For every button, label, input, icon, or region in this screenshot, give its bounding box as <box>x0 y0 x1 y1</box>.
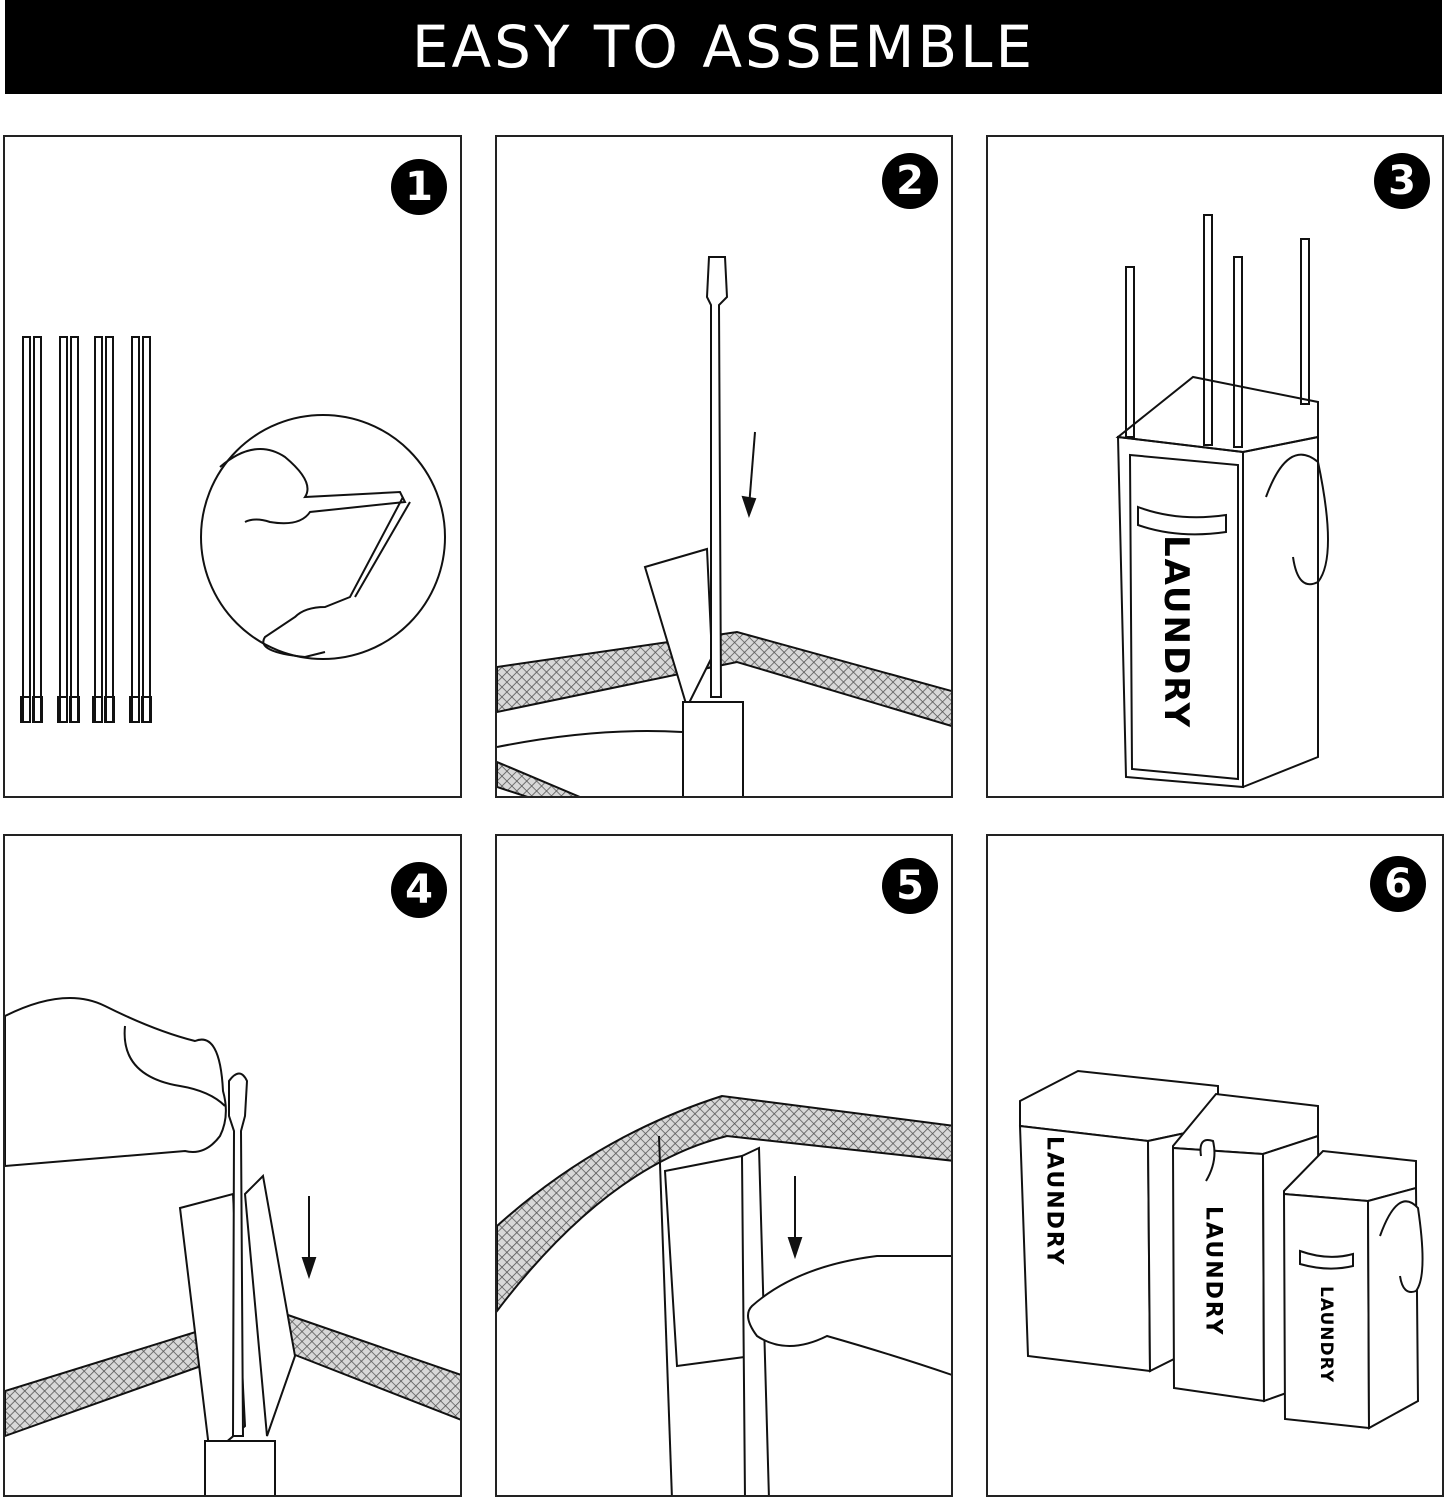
step-6-badge: 6 <box>1370 856 1426 912</box>
step-4-panel: 4 <box>3 834 462 1497</box>
step-2-illustration <box>497 256 951 796</box>
step-2-panel: 2 <box>495 135 953 798</box>
step-1-badge: 1 <box>391 159 447 215</box>
step-4-badge: 4 <box>391 862 447 918</box>
step-5-panel: 5 <box>495 834 953 1497</box>
header-banner: EASY TO ASSEMBLE <box>5 0 1442 94</box>
step-3-illustration: LAUNDRY <box>1115 214 1329 789</box>
page-title: EASY TO ASSEMBLE <box>411 13 1036 81</box>
step-5-illustration <box>497 1094 951 1495</box>
step-4-illustration <box>5 997 460 1495</box>
step-3-panel: 3 LAUNDRY <box>986 135 1444 798</box>
step-5-badge: 5 <box>882 858 938 914</box>
step-3-bag-label: LAUNDRY <box>1156 535 1196 729</box>
step-6-panel: 6 LAUNDRY LAUNDRY LAUNDRY <box>986 834 1444 1497</box>
step-6-large-bag-label: LAUNDRY <box>1042 1136 1067 1267</box>
step-6-medium-bag-label: LAUNDRY <box>1201 1206 1226 1337</box>
step-6-small-bag-label: LAUNDRY <box>1316 1286 1336 1383</box>
step-1-illustration <box>20 336 446 723</box>
pole-1 <box>20 336 43 723</box>
step-6-illustration: LAUNDRY LAUNDRY LAUNDRY <box>1018 1069 1424 1430</box>
step-2-badge: 2 <box>882 153 938 209</box>
step-1-panel: 1 <box>3 135 462 798</box>
pole-3 <box>92 336 115 723</box>
step-3-badge: 3 <box>1374 153 1430 209</box>
pole-4 <box>129 336 152 723</box>
pole-2 <box>57 336 80 723</box>
